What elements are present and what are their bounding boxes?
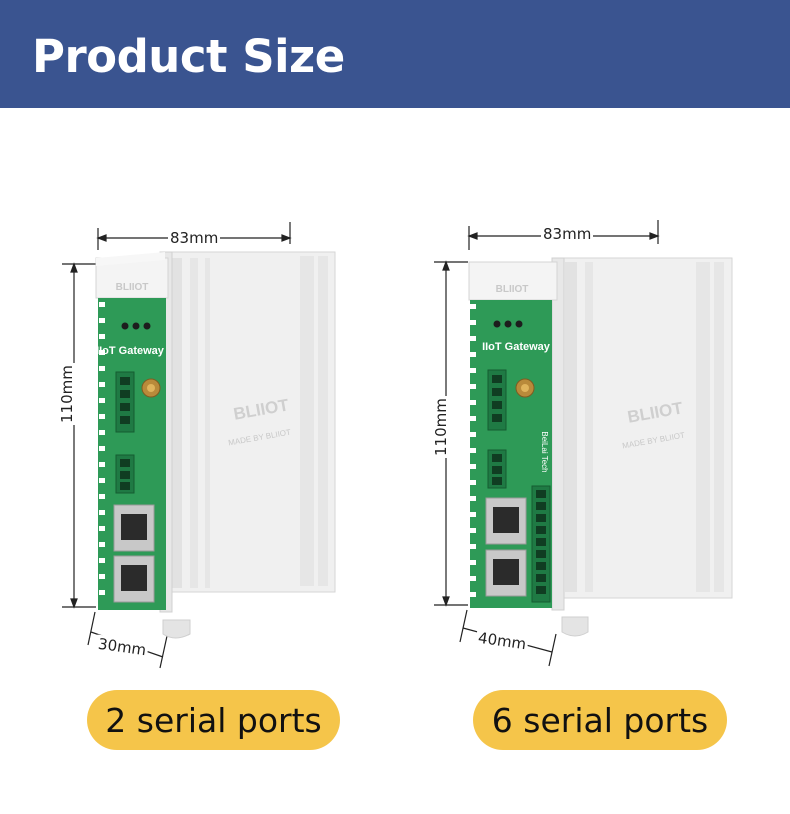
device-case <box>95 251 336 639</box>
height-dimension-line <box>62 262 96 609</box>
front-panel <box>98 298 166 610</box>
caption-pill: 6 serial ports <box>473 690 727 750</box>
width-label: 83mm <box>541 225 594 243</box>
side-text: BeiLai Tech <box>540 431 549 472</box>
front-logo: BLIIOT <box>116 282 149 293</box>
device-case <box>468 257 733 637</box>
header-banner: Product Size <box>0 0 790 108</box>
caption-pill: 2 serial ports <box>87 690 340 750</box>
front-panel <box>470 300 552 608</box>
panel-title: IIoT Gateway <box>96 345 165 357</box>
panel-title: IIoT Gateway <box>482 341 551 353</box>
page-title: Product Size <box>32 30 345 83</box>
height-label: 110mm <box>432 396 450 458</box>
front-logo: BLIIOT <box>496 284 529 295</box>
width-label: 83mm <box>168 229 221 247</box>
